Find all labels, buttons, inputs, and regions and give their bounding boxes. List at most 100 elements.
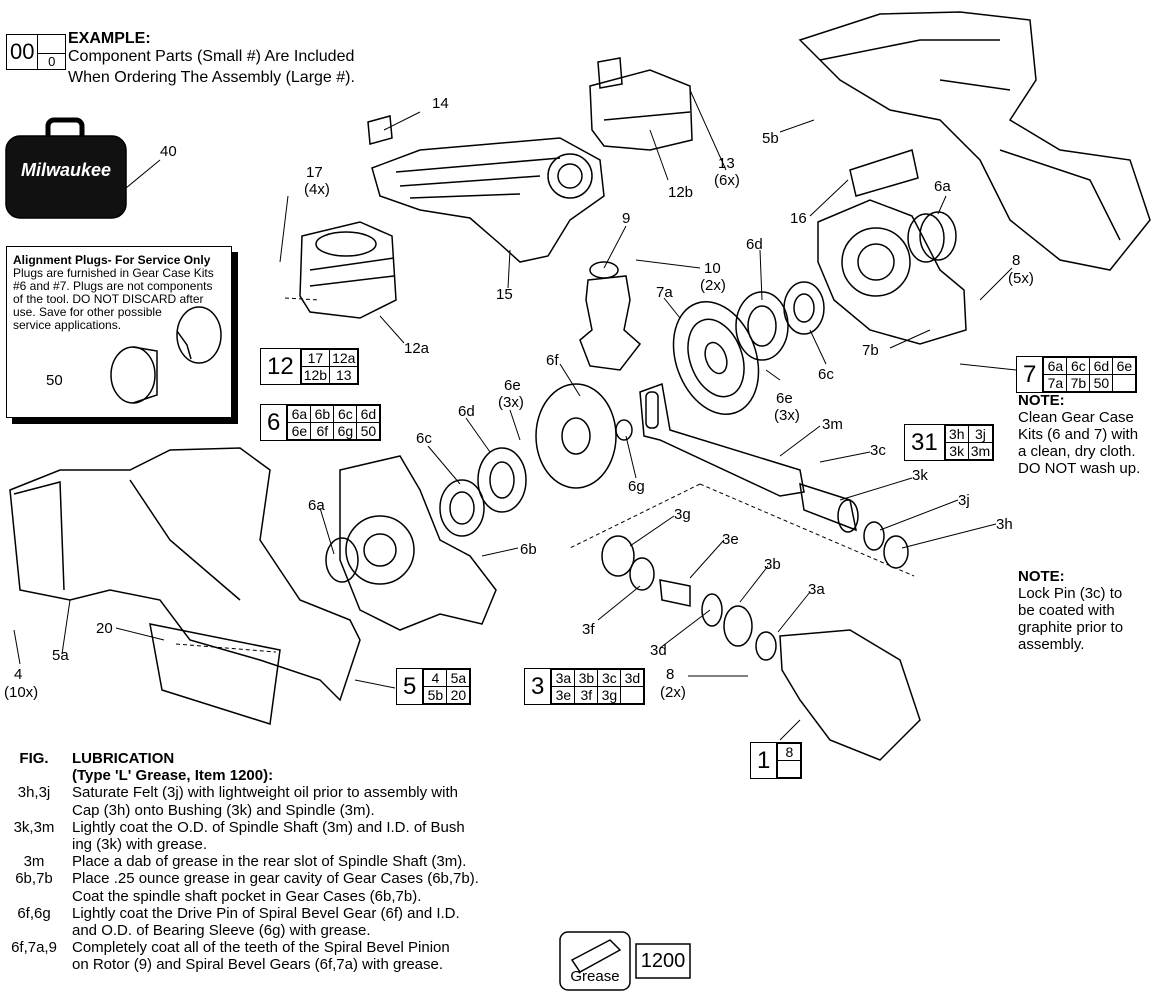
grease-item-number: 1200 <box>640 950 686 972</box>
part-label-13-qty: (6x) <box>714 172 740 189</box>
note-line: graphite prior to <box>1018 619 1124 636</box>
component-cell: 5a <box>446 669 471 687</box>
part-label-6a-right: 6a <box>934 178 951 195</box>
component-cell: 3a <box>551 669 576 687</box>
part-3d <box>701 593 723 627</box>
part-label-6c-left: 6c <box>416 430 432 447</box>
lub-line: Saturate Felt (3j) with lightweight oil … <box>72 784 458 802</box>
part-label-8-right: 8 <box>1012 252 1021 269</box>
lub-line: Lightly coat the O.D. of Spindle Shaft (… <box>72 818 465 836</box>
alignment-line: service applications. <box>13 318 122 332</box>
assembly-box-1: 1 8 <box>750 742 803 779</box>
note-title: NOTE: <box>1018 392 1065 409</box>
motor-assembly <box>367 115 605 263</box>
part-label-7b: 7b <box>862 342 879 359</box>
label-16 <box>849 149 919 197</box>
part-label-3b: 3b <box>764 556 781 573</box>
component-cell: 7a <box>1043 374 1068 392</box>
part-label-4: 4 <box>14 666 23 683</box>
part-label-6e-left-qty: (3x) <box>498 394 524 411</box>
part-3b <box>723 605 753 647</box>
fig-ref: 6b,7b <box>15 870 53 888</box>
component-cell: 3e <box>551 686 576 704</box>
alignment-line: use. Save for other possible <box>13 305 162 319</box>
example-small-number: 0 <box>48 54 56 69</box>
lub-line: Coat the spindle shaft pocket in Gear Ca… <box>72 887 422 905</box>
component-cell <box>1112 374 1137 392</box>
part-label-6g: 6g <box>628 478 645 495</box>
component-cell: 6c <box>1066 357 1091 375</box>
fig-ref: 3k,3m <box>13 818 55 836</box>
part-label-12a: 12a <box>404 340 430 357</box>
felt-3j <box>863 521 885 551</box>
note-line: Lock Pin (3c) to <box>1018 585 1123 602</box>
component-cell: 6g <box>333 422 358 440</box>
note-line: Kits (6 and 7) with <box>1018 426 1139 443</box>
component-cell: 17 <box>300 349 331 367</box>
gasket-6d-right <box>735 291 789 361</box>
part-label-16: 16 <box>790 210 807 227</box>
component-cell: 3c <box>597 669 622 687</box>
assembly-number: 12 <box>261 349 301 384</box>
part-label-6d-right: 6d <box>746 236 763 253</box>
component-cell: 6a <box>1043 357 1068 375</box>
housing-5b <box>798 11 1151 271</box>
part-label-4-qty: (10x) <box>4 684 39 701</box>
nose-1 <box>779 629 921 761</box>
component-cell: 6d <box>1089 357 1114 375</box>
part-label-8-right-qty: (5x) <box>1008 270 1034 287</box>
component-cell: 6d <box>356 405 381 423</box>
assembly-number: 1 <box>751 743 778 778</box>
bushing-3k <box>799 482 859 533</box>
lubrication-table: FIG.LUBRICATION (Type 'L' Grease, Item 1… <box>4 750 544 974</box>
part-label-6e-right: 6e <box>776 390 793 407</box>
note-clean-gear-case: NOTE: Clean Gear Case Kits (6 and 7) wit… <box>1018 392 1140 477</box>
component-cell: 3k <box>944 442 969 460</box>
part-label-6f: 6f <box>546 352 559 369</box>
example-big-number: 00 <box>7 35 39 69</box>
leader-lines <box>13 89 1017 741</box>
part-3e <box>659 579 691 607</box>
component-cell: 4 <box>423 669 448 687</box>
lub-line: Cap (3h) onto Bushing (3k) and Spindle (… <box>72 801 375 819</box>
motor-housing-12a <box>299 221 397 319</box>
part-label-8-bottom: 8 <box>666 666 675 683</box>
part-label-3f: 3f <box>582 621 595 638</box>
note-line: a clean, dry cloth. <box>1018 443 1136 460</box>
example-title: EXAMPLE: <box>68 30 151 47</box>
lubrication-title: LUBRICATION <box>72 750 175 767</box>
component-cell: 6e <box>287 422 312 440</box>
part-label-3m: 3m <box>822 416 843 433</box>
fig-ref: 6f,7a,9 <box>11 939 57 957</box>
component-cell: 6a <box>287 405 312 423</box>
cap-3h <box>883 535 909 569</box>
note-line: assembly. <box>1018 636 1085 653</box>
part-label-3d: 3d <box>650 642 667 659</box>
example-line1: Component Parts (Small #) Are Included <box>68 48 355 65</box>
part-label-6b: 6b <box>520 541 537 558</box>
component-cell <box>777 760 802 778</box>
part-label-8-bottom-qty: (2x) <box>660 684 686 701</box>
part-label-9: 9 <box>622 210 631 227</box>
component-cell: 3b <box>574 669 599 687</box>
lub-line: ing (3k) with grease. <box>72 836 208 854</box>
component-cell: 8 <box>777 743 802 761</box>
lubrication-subtitle: (Type 'L' Grease, Item 1200): <box>72 767 274 785</box>
assembly-number: 7 <box>1017 357 1044 392</box>
bearing-6c-left <box>439 479 485 537</box>
component-cell: 13 <box>329 366 359 384</box>
part-label-20: 20 <box>96 620 113 637</box>
component-cell: 3h <box>944 425 969 443</box>
part-label-17-qty: (4x) <box>304 181 330 198</box>
alignment-line: of the tool. DO NOT DISCARD after <box>13 292 204 306</box>
part-label-3c: 3c <box>870 442 886 459</box>
part-3a <box>755 631 777 661</box>
fig-ref: 3m <box>23 853 45 871</box>
